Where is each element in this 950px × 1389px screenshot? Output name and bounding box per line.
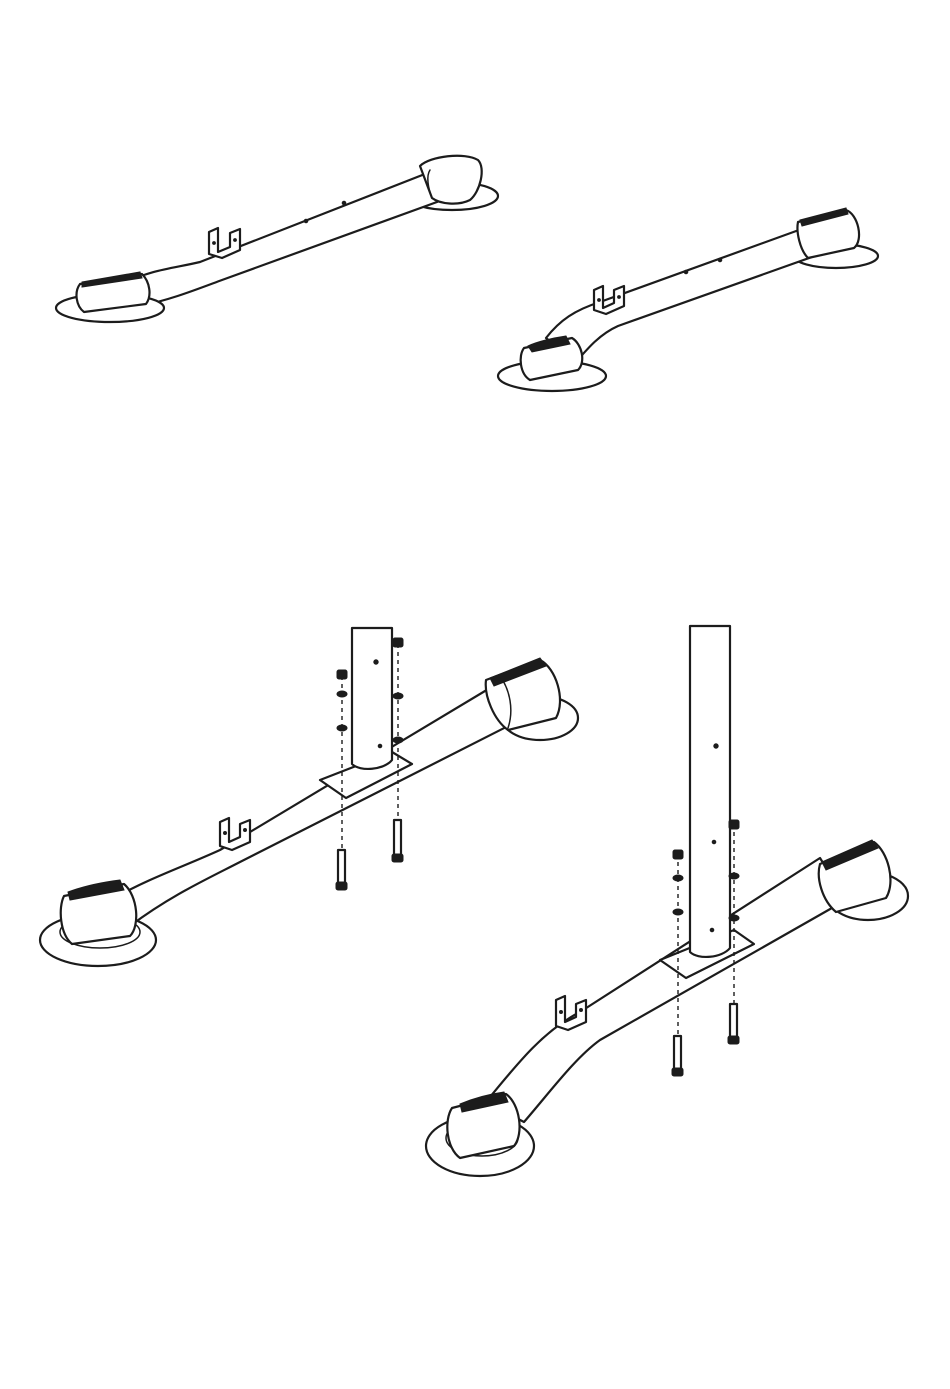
- stabilizer-top-right: [498, 208, 878, 391]
- stabilizer-tube: [128, 172, 448, 306]
- stabilizer-tube: [118, 682, 520, 926]
- upright-post: [690, 626, 730, 957]
- stabilizer-top-left: [56, 156, 498, 322]
- upright-post: [352, 628, 392, 769]
- bolts: [336, 820, 403, 890]
- assembly-bottom-left: [40, 628, 578, 966]
- stabilizer-tube: [546, 226, 826, 362]
- bolts: [672, 1004, 739, 1076]
- stabilizer-tube: [486, 858, 846, 1122]
